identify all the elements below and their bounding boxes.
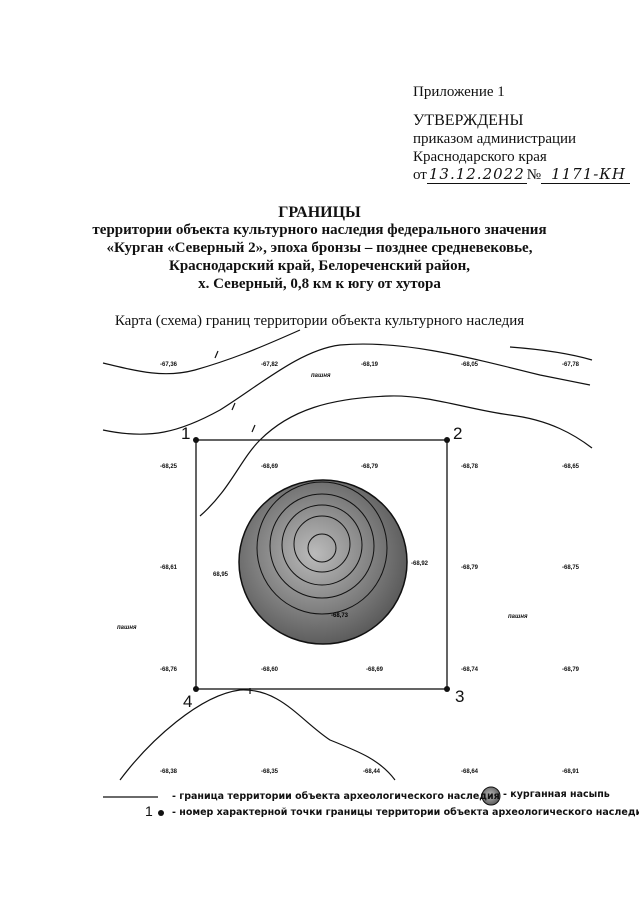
- elevation: -68,65: [562, 464, 580, 470]
- legend-mound: - курганная насыпь: [503, 789, 610, 800]
- elevation: -68,76: [160, 667, 178, 673]
- elevation: -68,60: [261, 667, 279, 673]
- elevation: -68,38: [160, 769, 178, 775]
- elevation: -68,75: [562, 565, 580, 571]
- contour-line: [102, 343, 591, 435]
- elevation: -68,91: [562, 769, 580, 775]
- from-prefix: от: [413, 167, 427, 183]
- legend-point: - номер характерной точки границы террит…: [172, 807, 639, 818]
- title-line1: ГРАНИЦЫ: [278, 204, 361, 221]
- contour-line: [199, 395, 593, 517]
- point-label-3: 3: [455, 687, 465, 706]
- elevation: -67,82: [261, 362, 279, 368]
- mound-contours: [256, 481, 388, 615]
- elevation: -68,69: [366, 667, 384, 673]
- order-number: 1171-КН: [541, 165, 630, 184]
- land-label: пашня: [311, 373, 331, 379]
- title-line5: х. Северный, 0,8 км к югу от хутора: [198, 276, 441, 292]
- land-label: пашня: [508, 614, 528, 620]
- number-prefix: №: [526, 167, 542, 183]
- elevation: -68,79: [562, 667, 580, 673]
- appendix-label: Приложение 1: [413, 84, 505, 100]
- order-line2: Краснодарского края: [413, 149, 547, 165]
- elevation: -68,78: [461, 464, 479, 470]
- elevation: -68,19: [361, 362, 379, 368]
- mound-elevation-west: 68,95: [213, 572, 229, 578]
- legend-mound-icon: [481, 786, 501, 806]
- land-label: пашня: [117, 625, 137, 631]
- elevation: -68,79: [461, 565, 479, 571]
- boundary-square: [195, 439, 448, 690]
- mound-elevation-south: -68,73: [331, 613, 349, 619]
- elevation: -68,64: [461, 769, 479, 775]
- elevation: -68,25: [160, 464, 178, 470]
- legend-point-number: 1: [145, 803, 153, 819]
- elevation: -68,74: [461, 667, 479, 673]
- elevation: -68,05: [461, 362, 479, 368]
- legend-point-icon: [158, 810, 164, 816]
- point-label-2: 2: [453, 424, 463, 443]
- legend-boundary: - граница территории объекта археологиче…: [172, 791, 500, 802]
- contour-line: [119, 689, 396, 781]
- title-line3: «Курган «Северный 2», эпоха бронзы – поз…: [106, 240, 533, 256]
- order-line1: приказом администрации: [413, 131, 577, 147]
- elevation: -68,35: [261, 769, 279, 775]
- order-date: 13.12.2022: [426, 165, 527, 184]
- contour-line: [102, 329, 301, 375]
- elevation: -68,79: [361, 464, 379, 470]
- elevation: -68,61: [160, 565, 178, 571]
- elevation: -67,36: [160, 362, 178, 368]
- title-line2: территории объекта культурного наследия …: [92, 222, 547, 238]
- contour-line: [509, 346, 593, 361]
- elevation: -68,44: [363, 769, 381, 775]
- point-label-1: 1: [181, 424, 191, 443]
- title-line4: Краснодарский край, Белореченский район,: [168, 258, 471, 274]
- elevation: -67,78: [562, 362, 580, 368]
- point-label-4: 4: [183, 692, 193, 711]
- map-caption: Карта (схема) границ территории объекта …: [114, 313, 525, 329]
- mound-elevation-east: -68,92: [411, 561, 429, 567]
- elevation: -68,69: [261, 464, 279, 470]
- approved-label: УТВЕРЖДЕНЫ: [413, 112, 524, 129]
